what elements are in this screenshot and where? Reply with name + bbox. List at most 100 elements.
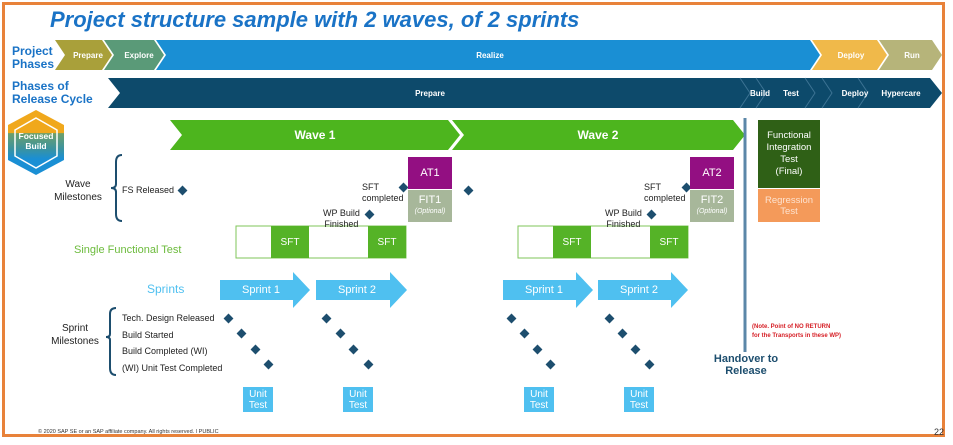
wp-build-text: WP Build — [323, 208, 360, 218]
sprint-arrow-w1-s2 — [316, 272, 407, 308]
phase-deploy-chevron — [812, 40, 887, 70]
fit-final-line: Integration — [766, 142, 812, 153]
phase-prepare-chevron — [55, 40, 112, 70]
release-build-label: Build — [750, 88, 770, 98]
completed-text: completed — [644, 193, 686, 203]
sft-label: SFT — [562, 236, 582, 248]
badge-line1: Focused — [18, 131, 54, 141]
release-prepare-label: Prepare — [415, 88, 445, 98]
sprint-milestone-unit-test-completed: (WI) Unit Test Completed — [122, 363, 223, 373]
finished-text: Finished — [324, 219, 359, 229]
test-label: Test — [248, 399, 268, 411]
phase-realize-label: Realize — [476, 50, 504, 60]
at1-label: AT1 — [420, 167, 440, 179]
unit-label: Unit — [349, 388, 367, 400]
phase-explore-label: Explore — [124, 50, 154, 60]
sprint-milestones-label: Sprint Milestones — [51, 323, 99, 347]
fit2-optional: (Optional) — [696, 208, 728, 215]
sft-outline-wave1 — [235, 225, 407, 259]
sprint-arrow-w1-s1 — [220, 272, 310, 308]
unit-label: Unit — [630, 388, 648, 400]
fit2-box: FIT2 (Optional) — [690, 190, 734, 222]
fit2-label: FIT2 — [700, 194, 724, 206]
sft-box-w2-1: SFT — [553, 226, 591, 258]
badge-line2: Build — [25, 141, 47, 151]
release-hypercare-label: Hypercare — [881, 88, 921, 98]
copyright-footer: © 2020 SAP SE or an SAP affiliate compan… — [38, 429, 219, 435]
sprint-label-w1-s1: Sprint 1 — [242, 284, 280, 296]
phase-run-label: Run — [904, 50, 920, 60]
handover-line2: Release — [725, 365, 767, 377]
wave-2-label: Wave 2 — [577, 128, 619, 142]
phase-deploy-label: Deploy — [837, 50, 865, 60]
finished-text: Finished — [606, 219, 641, 229]
sft-label: SFT — [659, 236, 679, 248]
regression-line: Regression — [764, 194, 814, 206]
unit-label: Unit — [249, 388, 267, 400]
sft-text: SFT — [644, 182, 661, 192]
single-functional-test-label: Single Functional Test — [74, 244, 182, 256]
sft-label: SFT — [280, 236, 300, 248]
test-label: Test — [348, 399, 368, 411]
handover-label: Handover to Release — [706, 353, 786, 377]
wave-1-label: Wave 1 — [294, 128, 336, 142]
phase-prepare-label: Prepare — [73, 50, 103, 60]
regression-line: Test — [780, 205, 798, 217]
fs-released-label: FS Released — [122, 185, 175, 195]
slide-title: Project structure sample with 2 waves, o… — [50, 7, 580, 32]
wave-2-chevron — [452, 120, 745, 150]
sprint-arrow-w2-s1 — [503, 272, 593, 308]
project-phases-label: Project Phases — [12, 44, 55, 71]
test-label: Test — [529, 399, 549, 411]
sft-box-w1-2: SFT — [368, 226, 406, 258]
at2-label: AT2 — [702, 167, 722, 179]
regression-test-box: Regression Test — [758, 189, 820, 222]
phase-realize-chevron — [156, 40, 820, 70]
sprint-milestone-build-started: Build Started — [122, 330, 174, 340]
sprint-label-w1-s2: Sprint 2 — [338, 284, 376, 296]
sprint-label-w2-s2: Sprint 2 — [620, 284, 658, 296]
fit1-optional: (Optional) — [414, 208, 446, 215]
wave-milestones-brace — [110, 154, 123, 222]
sft-box-w2-2: SFT — [650, 226, 688, 258]
note-line1: (Note. Point of NO RETURN — [752, 324, 831, 330]
release-test-label: Test — [783, 88, 799, 98]
fit1-label: FIT1 — [418, 194, 442, 206]
at2-box: AT2 — [690, 157, 734, 189]
slide-frame — [2, 2, 945, 437]
wave-milestones-label: Wave Milestones — [54, 179, 102, 203]
sft-outline-wave2 — [517, 225, 689, 259]
fit-final-line: Functional — [767, 130, 811, 141]
fit-final-line: (Final) — [775, 166, 803, 177]
focused-build-text: Focused Build — [16, 131, 56, 151]
wp-build-text: WP Build — [605, 208, 642, 218]
sft-label: SFT — [377, 236, 397, 248]
sprint-label-w2-s1: Sprint 1 — [525, 284, 563, 296]
unit-label: Unit — [530, 388, 548, 400]
fit-final-line: Test — [780, 154, 798, 165]
completed-text: completed — [362, 193, 404, 203]
fit1-box: FIT1 (Optional) — [408, 190, 452, 222]
sprint-milestone-build-completed: Build Completed (WI) — [122, 346, 208, 356]
wave-1-chevron — [170, 120, 460, 150]
sft-text: SFT — [362, 182, 379, 192]
page-number: 22 — [934, 427, 945, 437]
sprints-label: Sprints — [147, 282, 185, 296]
sprint-arrow-w2-s2 — [598, 272, 688, 308]
phase-explore-chevron — [104, 40, 164, 70]
phase-run-chevron — [879, 40, 942, 70]
note-line2: for the Transports in these WP) — [752, 333, 842, 339]
handover-line1: Handover to — [713, 353, 779, 365]
no-return-note: (Note. Point of NO RETURN for the Transp… — [752, 323, 841, 341]
fit-final-box: Functional Integration Test (Final) — [758, 120, 820, 188]
sprint-milestone-tech-design: Tech. Design Released — [122, 313, 215, 323]
